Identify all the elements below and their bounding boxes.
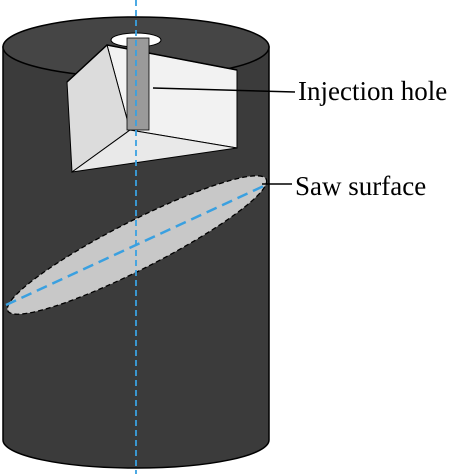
saw-surface-axis — [5, 182, 269, 307]
injection-hole-leader — [152, 87, 296, 93]
injection-hole-bore — [126, 37, 150, 131]
cavity-floor — [71, 129, 238, 173]
injection-hole-label: Injection hole — [298, 76, 448, 106]
saw-surface-label: Saw surface — [295, 171, 427, 201]
cavity-top-edge — [66, 44, 238, 83]
